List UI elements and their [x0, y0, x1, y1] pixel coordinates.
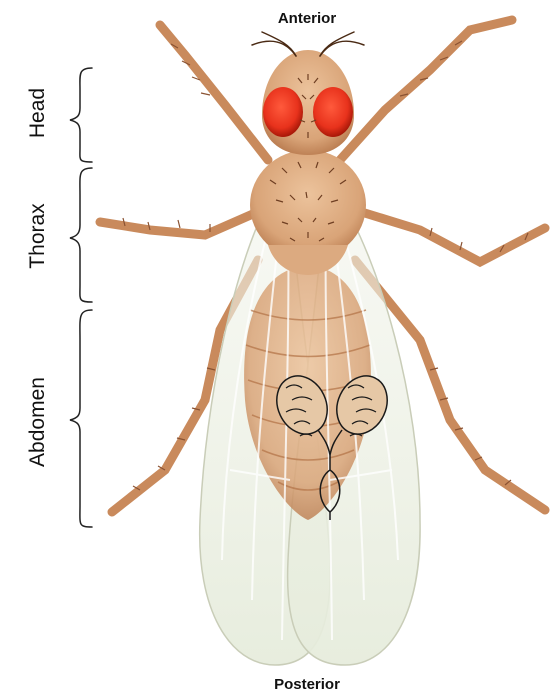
abdomen-label: Abdomen: [26, 362, 50, 482]
abdomen-bracket: [70, 310, 92, 527]
mid-right-leg: [355, 210, 545, 262]
front-right-leg: [340, 20, 512, 160]
head-label: Head: [26, 83, 50, 143]
head: [252, 32, 364, 155]
thorax-label: Thorax: [26, 193, 50, 279]
head-bracket: [70, 68, 92, 162]
posterior-label: Posterior: [232, 676, 382, 693]
right-eye: [313, 87, 353, 137]
region-brackets: [70, 68, 92, 527]
left-eye: [263, 87, 303, 137]
thorax-bracket: [70, 168, 92, 302]
anterior-label: Anterior: [232, 10, 382, 27]
